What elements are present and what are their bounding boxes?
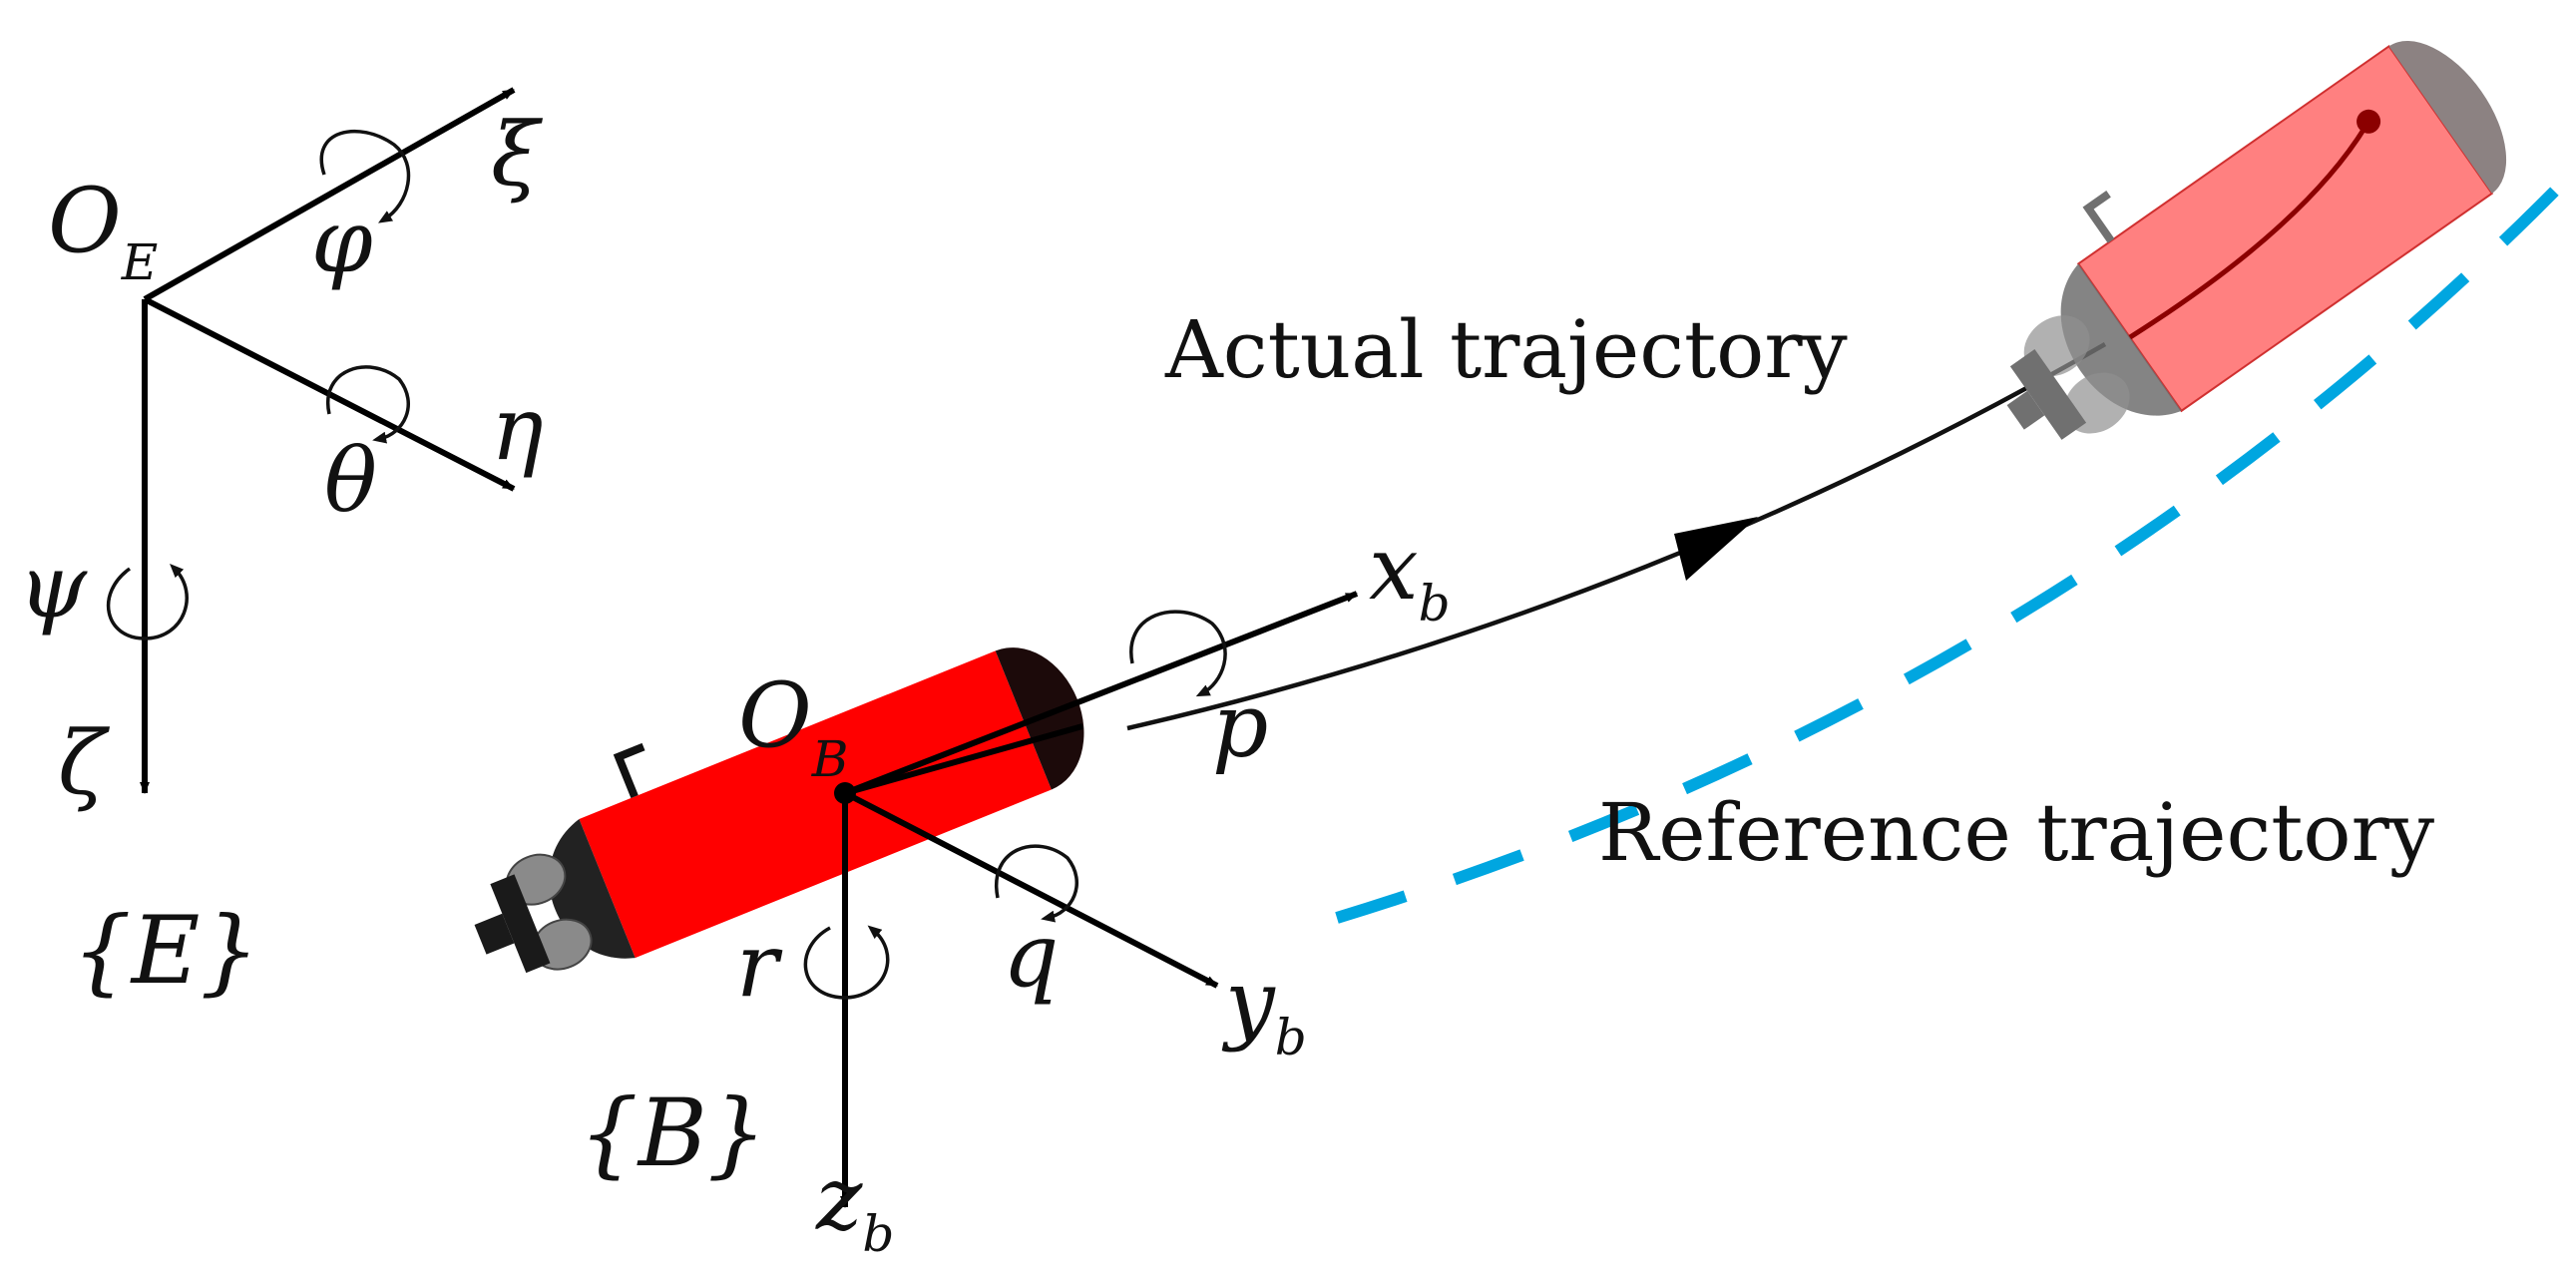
earth-pitch-label: θ xyxy=(324,429,377,532)
body-frame-label: {B} xyxy=(579,1079,767,1188)
earth-roll-label: φ xyxy=(311,190,373,292)
body-yaw-rotation-icon xyxy=(803,925,890,1000)
body-z-axis-label: zb xyxy=(815,1147,894,1263)
earth-origin-label: OE xyxy=(48,169,158,291)
body-x-axis-label: xb xyxy=(1369,517,1451,633)
body-pitch-label: q xyxy=(1003,904,1059,1007)
body-roll-rotation-icon xyxy=(1129,610,1227,697)
future-vehicle xyxy=(2006,41,2507,440)
body-origin-point xyxy=(834,782,856,804)
earth-x-axis-label: ξ xyxy=(491,103,544,206)
body-yaw-label: r xyxy=(736,914,783,1017)
actual-trajectory-label: Actual trajectory xyxy=(1164,303,1848,396)
earth-frame: OE ξ η ζ φ θ ψ {E} xyxy=(18,87,544,1006)
body-pitch-rotation-icon xyxy=(994,844,1078,923)
reference-trajectory-label: Reference trajectory xyxy=(1598,786,2434,879)
body-center-line xyxy=(844,723,1083,796)
body-origin-label: OB xyxy=(738,663,849,788)
roll-rotation-icon xyxy=(319,129,411,223)
earth-z-axis-label: ζ xyxy=(58,711,111,814)
earth-frame-label: {E} xyxy=(72,897,259,1006)
earth-yaw-label: ψ xyxy=(18,535,88,638)
earth-x-axis xyxy=(143,87,516,302)
current-vehicle xyxy=(474,647,1084,974)
body-frame: OB xb yb zb p q r {B} xyxy=(579,517,1451,1263)
body-roll-label: p xyxy=(1212,674,1268,777)
yaw-rotation-icon xyxy=(106,564,189,640)
body-y-axis xyxy=(843,790,1219,989)
body-y-axis-label: yb xyxy=(1221,951,1307,1066)
earth-y-axis-label: η xyxy=(491,377,544,480)
trajectory-direction-arrow xyxy=(1674,517,1758,581)
actual-trajectory-line xyxy=(1126,342,2107,731)
body-x-axis xyxy=(843,591,1359,796)
pitch-rotation-icon xyxy=(325,365,410,444)
